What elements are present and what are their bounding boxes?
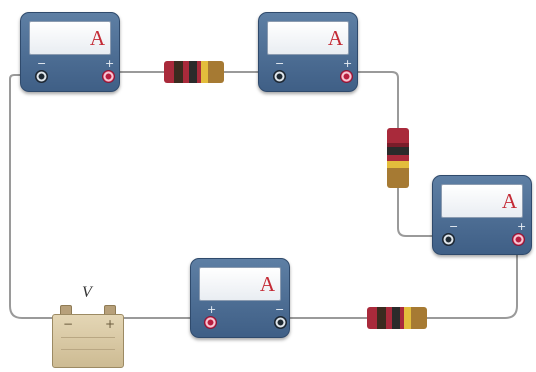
meter-display: A <box>441 184 523 218</box>
positive-terminal[interactable] <box>340 70 353 83</box>
meter-display: A <box>267 21 349 55</box>
positive-sign: + <box>343 57 353 70</box>
negative-terminal[interactable] <box>273 70 286 83</box>
negative-terminal[interactable] <box>274 316 287 329</box>
wire-right-down <box>397 188 447 237</box>
ammeter-unit-label: A <box>89 26 105 50</box>
positive-terminal[interactable] <box>102 70 115 83</box>
positive-sign: + <box>517 220 527 233</box>
resistor-right[interactable] <box>387 128 409 188</box>
negative-terminal[interactable] <box>35 70 48 83</box>
battery-negative-sign: − <box>63 317 74 331</box>
ammeter-top-middle: A − + <box>258 12 358 92</box>
negative-sign: − <box>275 57 285 70</box>
positive-sign: + <box>207 303 217 316</box>
ammeter-unit-label: A <box>259 272 275 296</box>
negative-sign: − <box>449 220 459 233</box>
negative-terminal[interactable] <box>442 233 455 246</box>
ammeter-right: A − + <box>432 175 532 255</box>
resistor-top[interactable] <box>164 61 224 83</box>
meter-display: A <box>199 267 281 301</box>
ammeter-unit-label: A <box>327 26 343 50</box>
negative-sign: − <box>275 303 285 316</box>
wire-left <box>9 74 60 319</box>
battery-stripe <box>61 337 115 338</box>
meter-display: A <box>29 21 111 55</box>
negative-sign: − <box>37 57 47 70</box>
battery: − + <box>52 314 124 368</box>
wire-top-right <box>345 71 399 128</box>
wire-right-out <box>425 236 518 319</box>
ammeter-top-left: A − + <box>20 12 120 92</box>
battery-stripe <box>61 349 115 350</box>
resistor-bottom[interactable] <box>367 307 427 329</box>
positive-terminal[interactable] <box>204 316 217 329</box>
positive-terminal[interactable] <box>512 233 525 246</box>
battery-voltage-label: V <box>82 284 92 301</box>
battery-positive-sign: + <box>105 317 116 331</box>
ammeter-bottom: A + − <box>190 258 290 338</box>
positive-sign: + <box>105 57 115 70</box>
ammeter-unit-label: A <box>501 189 517 213</box>
